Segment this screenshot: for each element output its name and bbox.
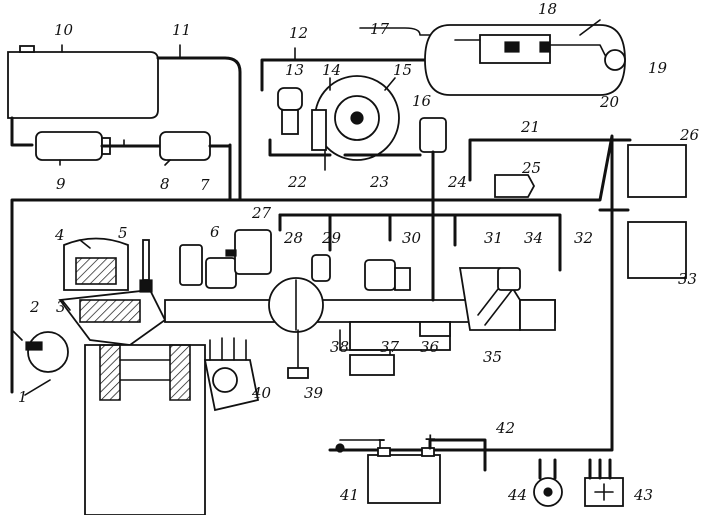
pressure-regulator-13 [277,87,303,135]
label-10: 10 [54,21,74,39]
label-30: 30 [402,229,422,247]
label-44: 44 [507,486,527,504]
label-32: 32 [574,229,593,247]
air-valve-15 [314,75,400,161]
control-unit-27 [225,229,272,275]
sensor-29 [311,254,331,282]
label-8: 8 [160,175,170,193]
distributor [203,337,260,412]
label-1: 1 [18,388,28,406]
label-5: 5 [118,224,128,242]
main-wiring-harness [10,134,632,452]
label-7: 7 [200,176,210,194]
label-39: 39 [304,384,324,402]
sensor-34 [497,267,521,291]
label-40: 40 [251,384,272,402]
label-25: 25 [521,159,541,177]
label-24: 24 [447,173,467,191]
component-36 [419,321,451,337]
label-29: 29 [321,229,342,247]
label-13: 13 [285,61,304,79]
label-6: 6 [210,223,220,241]
label-37: 37 [380,338,400,356]
air-cleaner [63,237,129,291]
label-18: 18 [538,0,557,18]
sensor-19 [549,44,626,71]
labels: 1 2 3 4 5 6 7 8 9 10 11 12 13 14 15 16 1… [18,0,700,504]
battery [335,439,441,504]
label-42: 42 [495,419,515,437]
label-3: 3 [56,298,66,316]
bracket-14 [311,109,327,151]
fuel-injector-2 [11,329,69,373]
label-20: 20 [599,93,620,111]
label-15: 15 [393,61,412,79]
label-14: 14 [322,61,341,79]
injector-6 [179,244,237,289]
label-26: 26 [679,126,700,144]
label-11: 11 [172,21,191,39]
label-2: 2 [29,298,40,316]
relay-43 [584,458,624,507]
fuel-pump [35,131,162,161]
label-4: 4 [54,226,65,244]
battery-minus-sign: – [378,430,386,448]
label-36: 36 [420,338,440,356]
label-9: 9 [56,175,66,193]
label-17: 17 [370,20,390,38]
label-31: 31 [484,229,503,247]
valve-16 [419,117,447,153]
label-12: 12 [289,24,308,42]
switch-44 [533,458,563,507]
fuel-tank [7,45,159,119]
sensor-25 [494,174,536,198]
actuator-30 [364,259,411,291]
relay-18 [479,34,551,64]
label-19: 19 [648,59,668,77]
unit-33 [627,221,687,279]
label-23: 23 [369,173,389,191]
label-38: 38 [330,338,349,356]
sensor-5 [139,239,153,293]
label-28: 28 [283,229,303,247]
duct-right [519,299,556,331]
label-41: 41 [339,486,359,504]
intake-tube [164,277,556,333]
label-35: 35 [483,348,502,366]
label-33: 33 [678,270,697,288]
sensor-39 [287,329,309,379]
fuel-filter [159,131,232,161]
leader-lines [24,19,601,396]
label-34: 34 [524,229,543,247]
hose-38 [339,329,395,376]
cable-42 [428,438,487,472]
throttle-body-intake [58,289,167,346]
label-43: 43 [633,486,653,504]
battery-plus-sign: + [424,430,437,448]
label-16: 16 [412,92,432,110]
label-22: 22 [287,173,307,191]
label-27: 27 [251,204,272,222]
engine-block [84,344,206,515]
label-21: 21 [520,118,540,136]
unit-26 [627,144,687,198]
